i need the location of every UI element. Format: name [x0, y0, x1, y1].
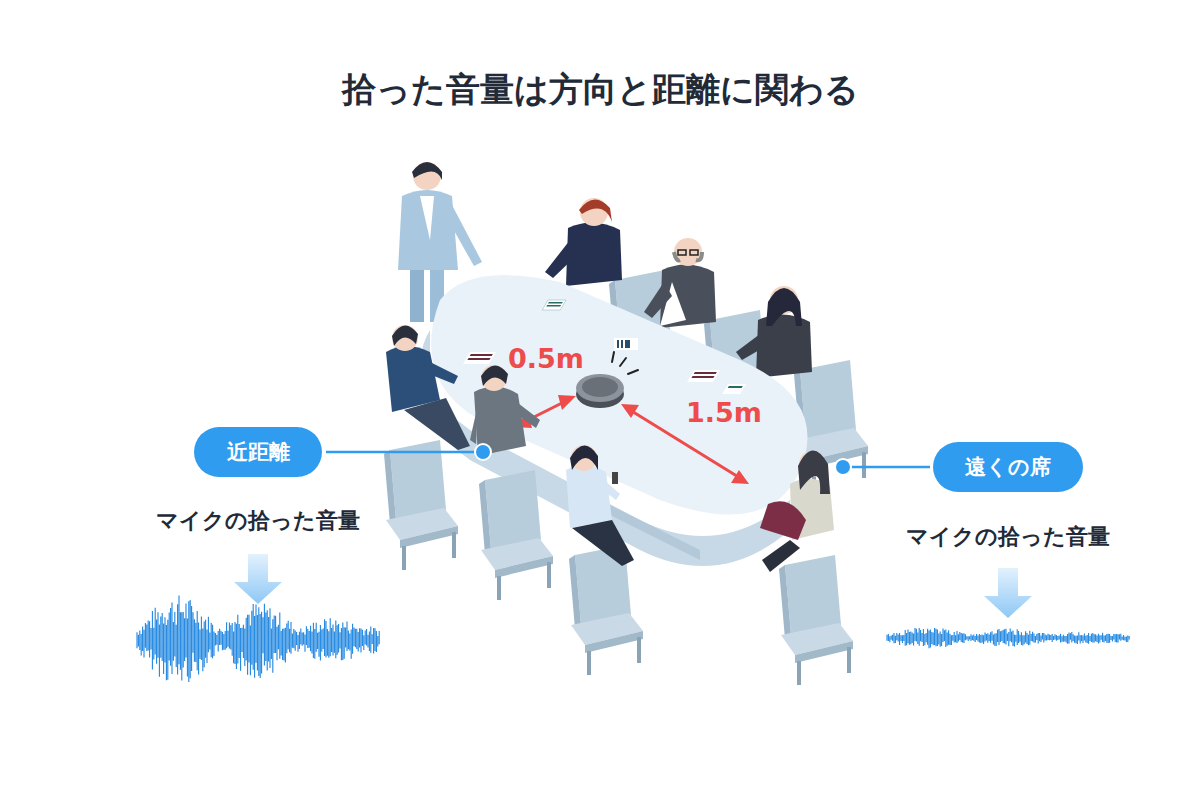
label-pill: 近距離 — [194, 427, 322, 477]
conference-table — [421, 275, 808, 566]
diagram-title: 拾った音量は方向と距離に関わる — [342, 67, 859, 113]
pill-text: 近距離 — [227, 438, 290, 466]
microphone — [576, 352, 638, 408]
seated-person — [386, 325, 470, 450]
waveform — [137, 596, 379, 683]
leader-line — [326, 444, 930, 475]
waveform — [887, 628, 1129, 648]
down-arrow — [234, 554, 282, 604]
pill-text: 遠くの席 — [965, 453, 1051, 481]
seated-person — [545, 198, 622, 286]
seated-person — [760, 450, 834, 572]
label-pill: 遠くの席 — [933, 442, 1083, 492]
seated-person — [566, 445, 634, 566]
distance-label: 0.5m — [508, 343, 584, 374]
volume-caption: マイクの拾った音量 — [156, 506, 360, 536]
seated-person — [470, 365, 540, 456]
down-arrow — [984, 568, 1032, 618]
seated-person — [644, 238, 716, 328]
volume-caption: マイクの拾った音量 — [906, 522, 1110, 552]
distance-label: 1.5m — [686, 397, 762, 428]
